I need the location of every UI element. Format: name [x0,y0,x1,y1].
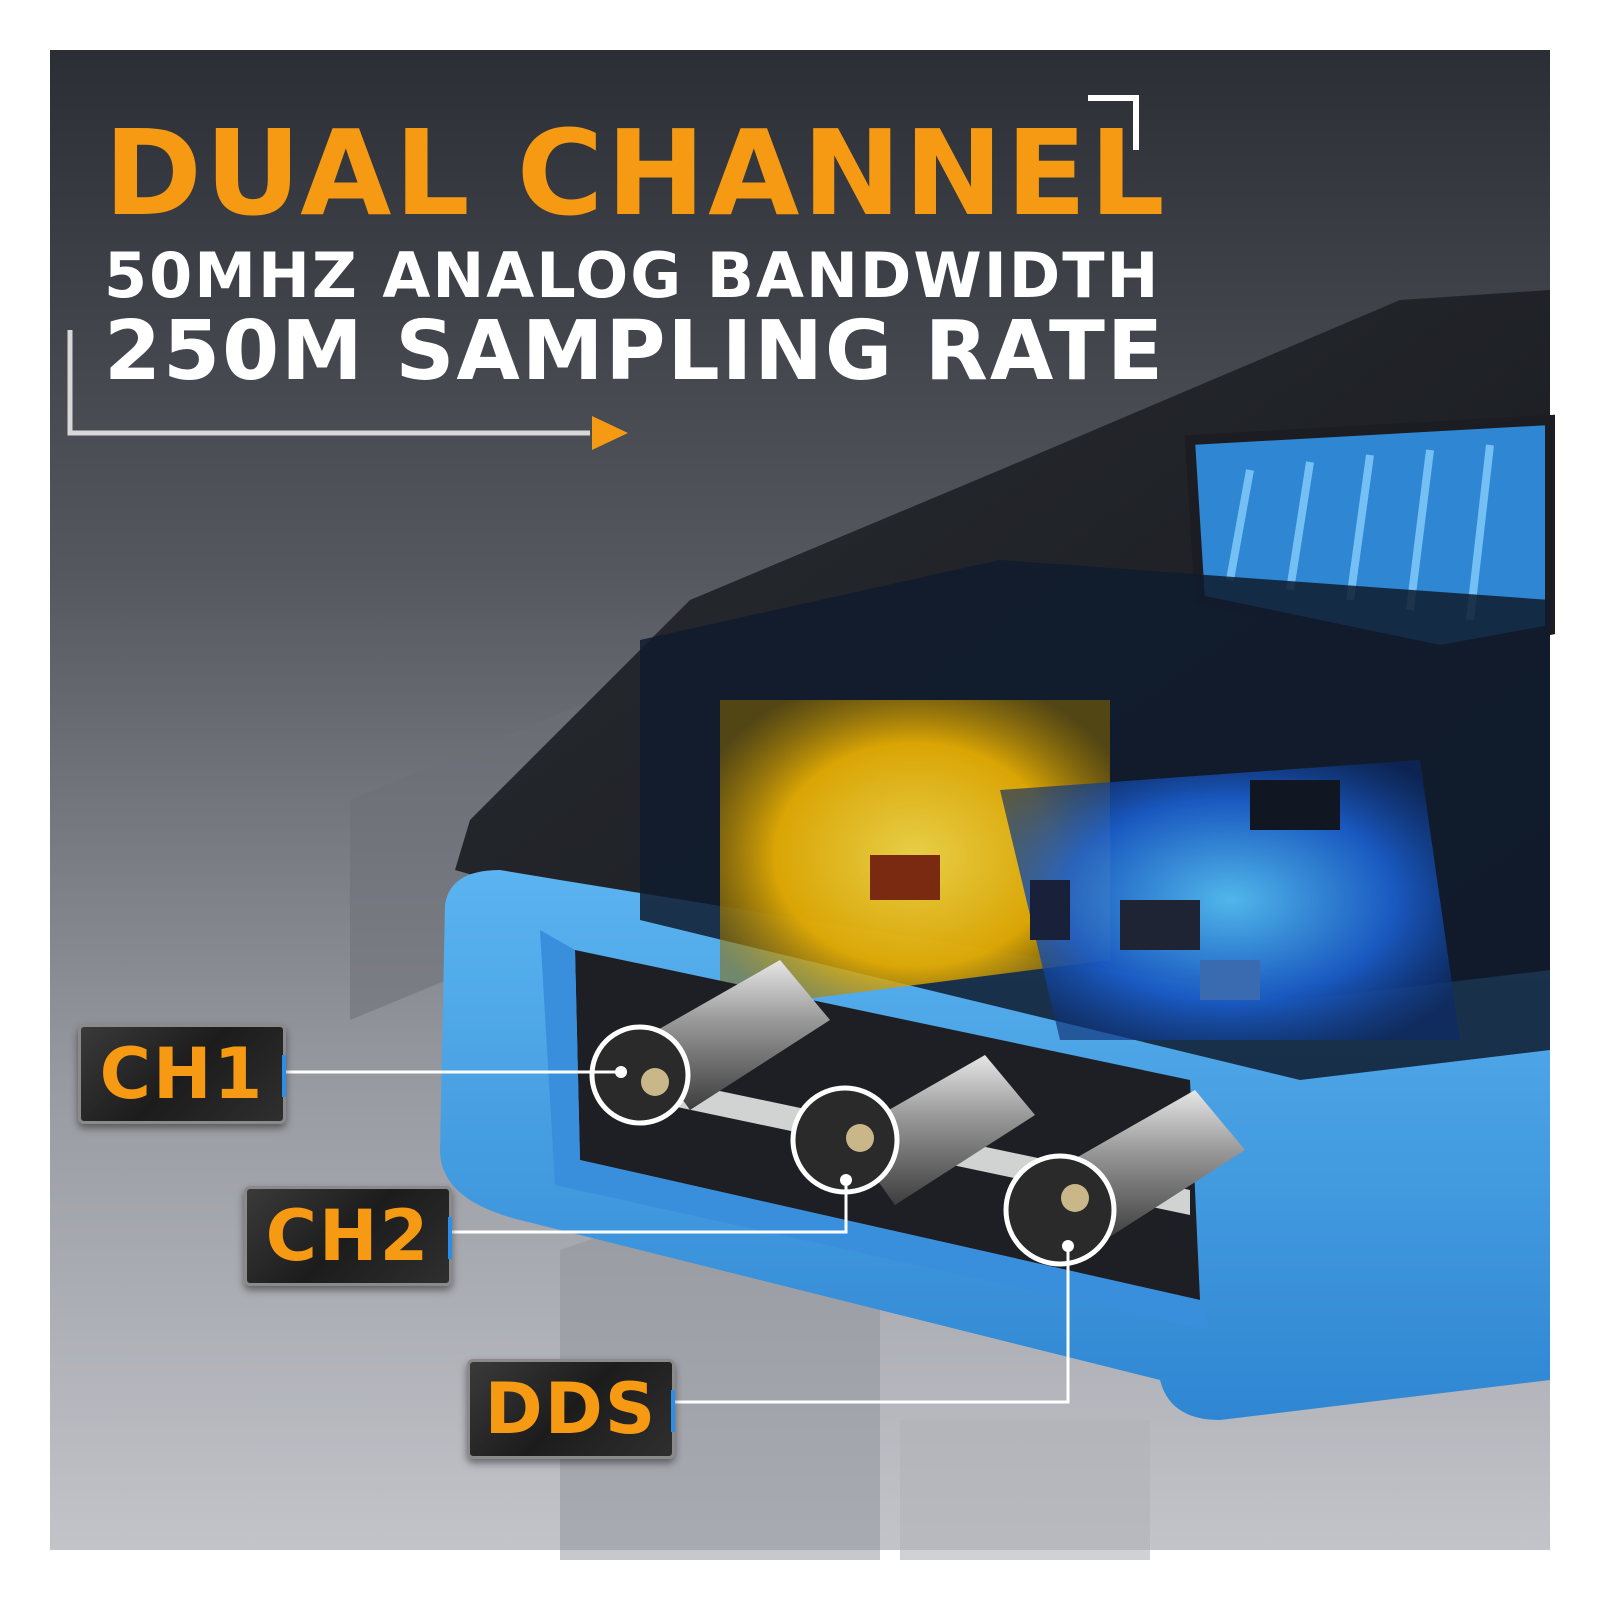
port-label-ch2-text: CH2 [265,1195,431,1277]
corner-bracket-top-right [1088,95,1139,150]
arrow-right-icon [592,416,628,450]
background-streak [900,1420,1150,1560]
port-cavity-rim [540,930,1210,1330]
port-label-dds: DDS [467,1359,675,1459]
port-label-ch1-text: CH1 [99,1033,265,1115]
circuit-blue-zone [1000,760,1460,1040]
port-label-dds-text: DDS [484,1368,658,1450]
port-label-ch1: CH1 [78,1024,286,1124]
callout-dots [615,1066,1074,1252]
callout-lines [286,1070,1070,1404]
bnc-connector-ch1 [589,960,830,1126]
circuit-chips [870,780,1340,1000]
headline-sampling-rate: 250M SAMPLING RATE [104,304,1165,399]
headline-title: DUAL CHANNEL [104,104,1168,242]
port-label-ch2: CH2 [244,1186,452,1286]
bnc-connector-ch2 [790,1055,1035,1205]
headline-bandwidth: 50MHZ ANALOG BANDWIDTH [104,239,1161,312]
corner-bracket-bottom-left [67,330,590,436]
grip-ridges [1226,444,1494,621]
bnc-connector-dds [1003,1090,1245,1267]
